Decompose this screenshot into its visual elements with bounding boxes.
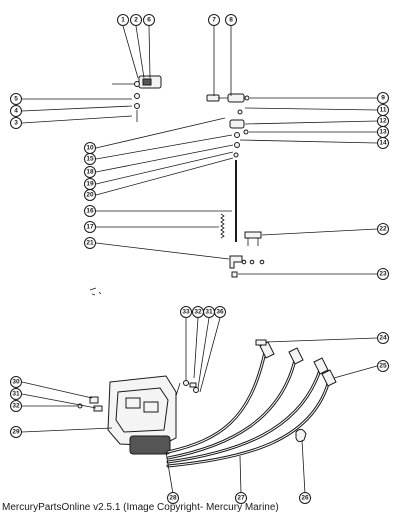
svg-text:32: 32	[12, 403, 20, 410]
svg-text:33: 33	[182, 309, 190, 316]
svg-text:11: 11	[380, 107, 387, 114]
svg-text:29: 29	[12, 429, 20, 436]
callout-11: 11	[377, 104, 389, 116]
callout-17: 17	[84, 221, 96, 233]
callout-4: 4	[10, 105, 22, 117]
svg-text:24: 24	[379, 335, 387, 342]
svg-text:32: 32	[194, 309, 202, 316]
callout-9: 9	[377, 92, 389, 104]
svg-text:31: 31	[12, 391, 20, 398]
svg-text:21: 21	[86, 240, 94, 247]
svg-text:9: 9	[381, 95, 385, 102]
callout-31-top: 31	[203, 306, 215, 318]
callout-29: 29	[10, 426, 22, 438]
callout-12: 12	[377, 115, 389, 127]
svg-text:3: 3	[14, 120, 18, 127]
callout-1: 1	[117, 14, 129, 26]
callout-22: 22	[377, 223, 389, 235]
callout-6: 6	[143, 14, 155, 26]
callout-23: 23	[377, 268, 389, 280]
svg-text:14: 14	[379, 140, 387, 147]
spark-plug-wires	[166, 339, 337, 468]
svg-text:18: 18	[86, 169, 94, 176]
svg-text:5: 5	[14, 96, 18, 103]
svg-text:26: 26	[301, 495, 309, 502]
callout-leaders-lower	[21, 317, 378, 495]
callout-20: 20	[84, 189, 96, 201]
callout-28: 28	[167, 492, 179, 504]
svg-text:7: 7	[212, 17, 216, 24]
svg-text:25: 25	[379, 363, 387, 370]
svg-text:30: 30	[12, 379, 20, 386]
svg-text:13: 13	[379, 129, 387, 136]
svg-text:1: 1	[121, 17, 125, 24]
callout-14: 14	[377, 137, 389, 149]
svg-text:4: 4	[14, 108, 18, 115]
svg-text:17: 17	[86, 224, 94, 231]
svg-text:8: 8	[229, 17, 233, 24]
switch-box-assembly	[77, 366, 199, 455]
svg-text:28: 28	[169, 495, 177, 502]
callout-30: 30	[10, 376, 22, 388]
stray-marks	[89, 287, 102, 296]
callout-21: 21	[84, 237, 96, 249]
callout-26: 26	[299, 492, 311, 504]
callout-31: 31	[10, 388, 22, 400]
svg-text:16: 16	[86, 208, 94, 215]
svg-text:12: 12	[379, 118, 387, 125]
svg-text:6: 6	[147, 17, 151, 24]
svg-text:22: 22	[379, 226, 387, 233]
copyright-caption: MercuryPartsOnline v2.5.1 (Image Copyrig…	[2, 502, 279, 513]
svg-text:2: 2	[134, 17, 138, 24]
svg-text:15: 15	[86, 156, 94, 163]
svg-text:27: 27	[237, 495, 245, 502]
callout-33: 33	[180, 306, 192, 318]
callout-32-top: 32	[192, 306, 204, 318]
callout-19: 19	[84, 178, 96, 190]
callout-13: 13	[377, 126, 389, 138]
callout-leaders-upper	[21, 25, 378, 275]
callout-10: 10	[84, 142, 96, 154]
svg-text:19: 19	[86, 181, 94, 188]
callout-27: 27	[235, 492, 247, 504]
callout-2: 2	[130, 14, 142, 26]
callout-25: 25	[377, 360, 389, 372]
callout-16: 16	[84, 205, 96, 217]
callout-32: 32	[10, 400, 22, 412]
callout-8: 8	[225, 14, 237, 26]
callout-7: 7	[208, 14, 220, 26]
callout-18: 18	[84, 166, 96, 178]
svg-text:10: 10	[86, 145, 94, 152]
callout-15: 15	[84, 153, 96, 165]
svg-text:20: 20	[86, 192, 94, 199]
upper-linkage-assembly	[112, 75, 265, 278]
callout-36: 36	[214, 306, 226, 318]
svg-text:31: 31	[205, 309, 213, 316]
callout-3: 3	[10, 117, 22, 129]
svg-text:23: 23	[379, 271, 387, 278]
callout-24: 24	[377, 332, 389, 344]
svg-text:36: 36	[216, 309, 224, 316]
callout-5: 5	[10, 93, 22, 105]
